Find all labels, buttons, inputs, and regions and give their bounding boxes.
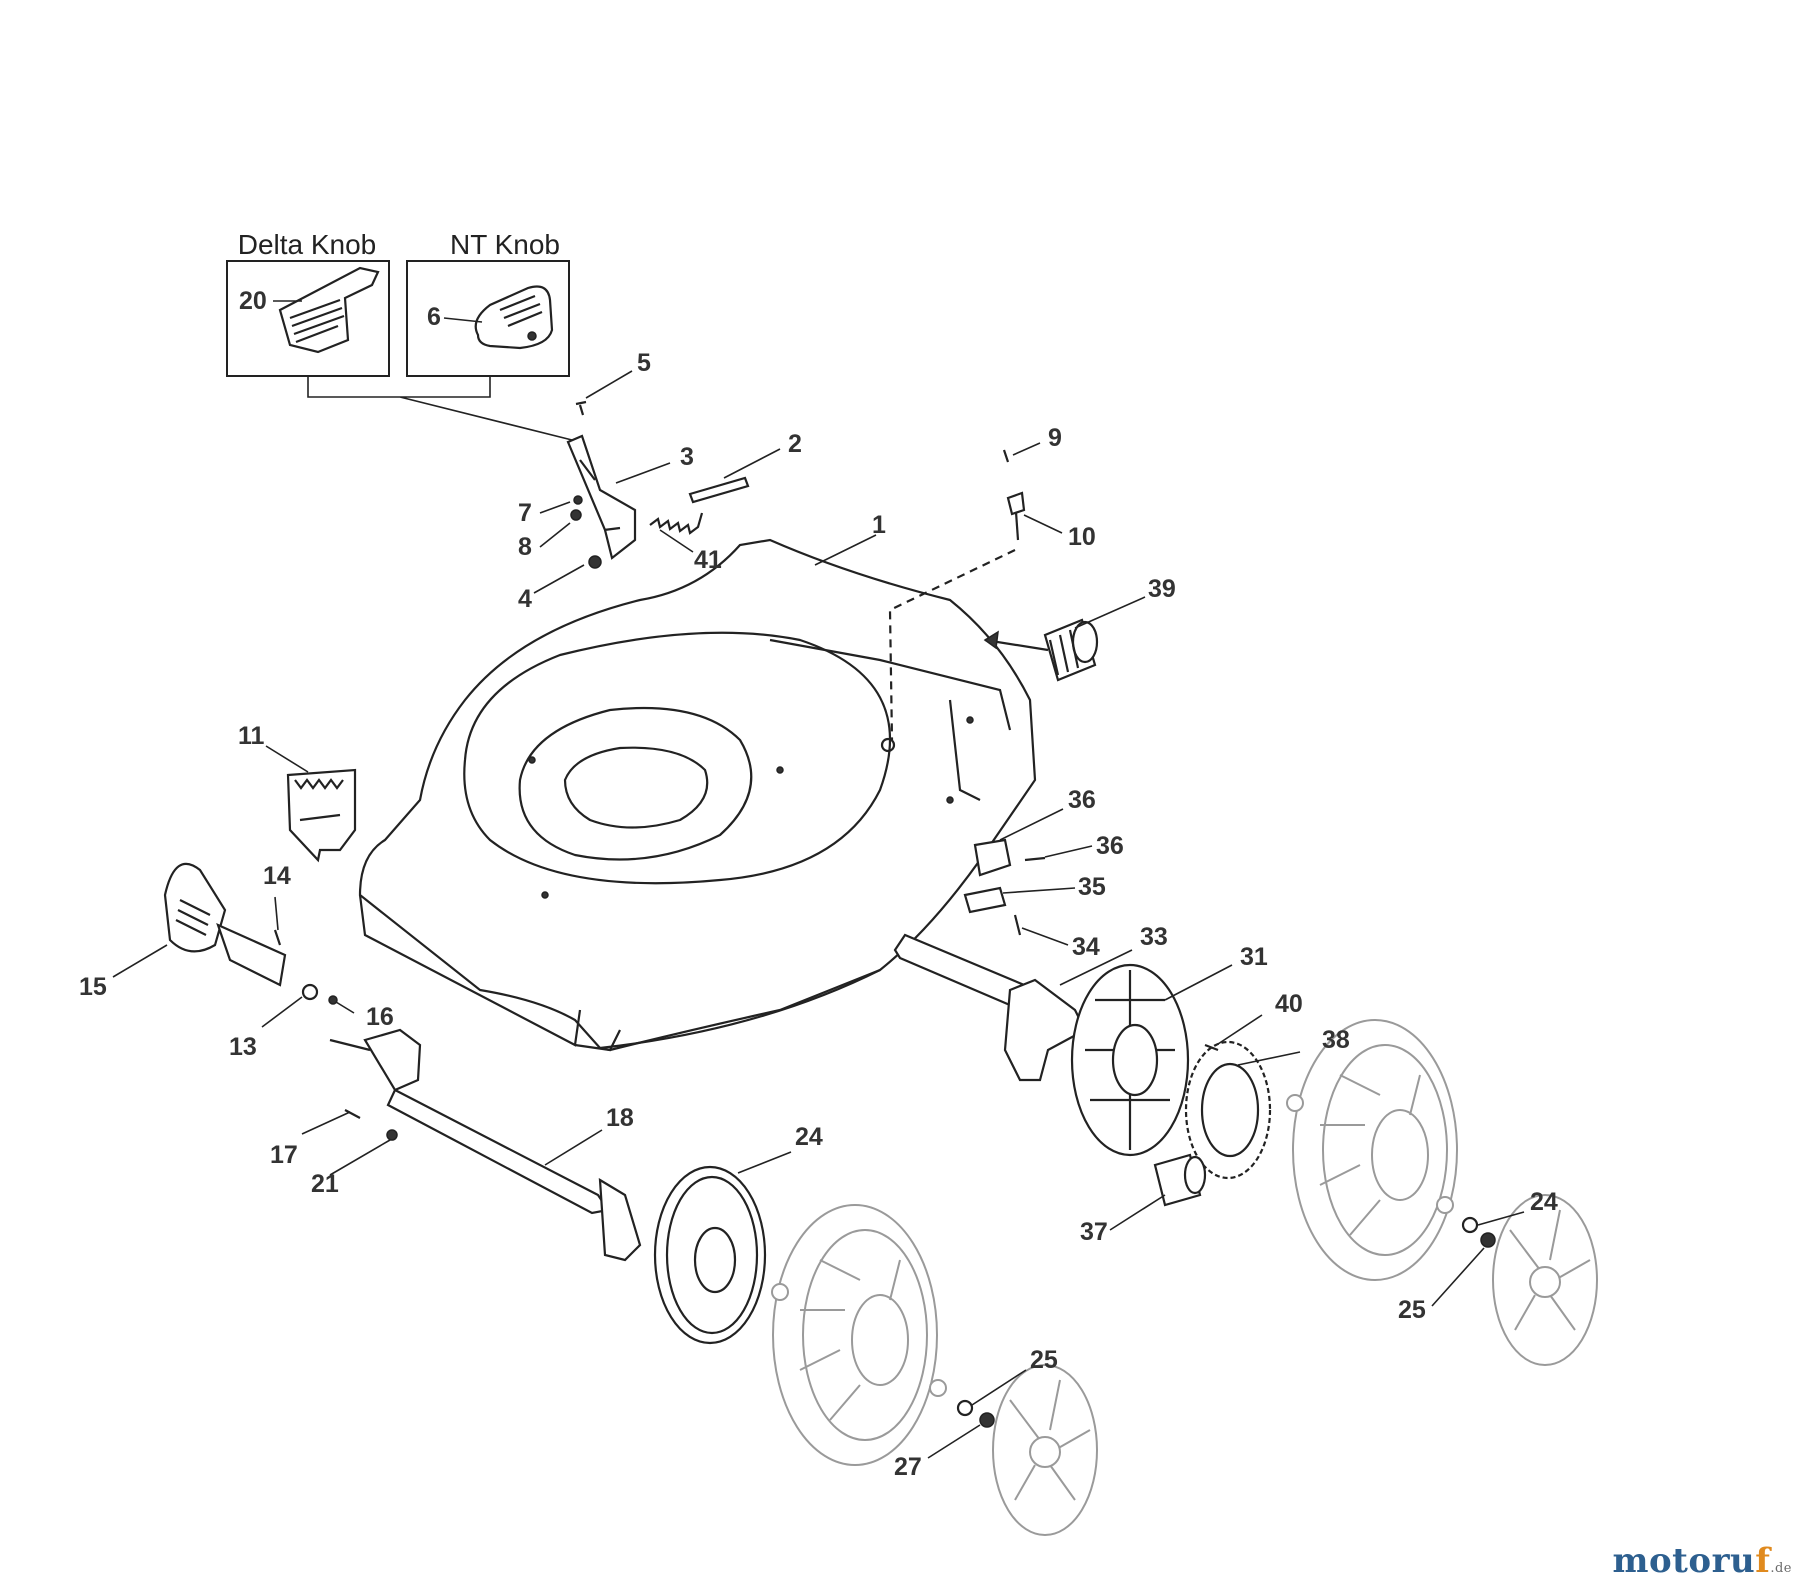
part-label-21: 24 [795,1123,823,1151]
pin-2 [688,476,750,504]
part-label-31: 33 [1140,923,1168,951]
washer-7 [573,495,583,505]
delta-knob-illustration [278,266,380,354]
part-11-plate [286,768,357,863]
rear-wheel-assembly [1286,1019,1598,1366]
part-label-1: 1 [872,511,886,539]
inset-connector [307,376,573,441]
nut-4 [588,555,602,569]
part-label-25-rear: 25 [1398,1296,1426,1324]
mower-deck [358,538,1037,1052]
washer-24-front [956,1399,974,1417]
nt-knob-illustration [474,285,554,350]
part-label-4: 4 [518,585,532,613]
part-38-drive-gear [1153,1040,1272,1207]
washer-15 [328,995,338,1005]
part-label-38: 38 [1322,1026,1350,1054]
screw-33 [1013,914,1022,936]
part-label-41: 41 [694,546,722,574]
part-label-40: 40 [1275,990,1303,1018]
watermark-tld: .de [1770,1561,1792,1576]
inset-nt-knob: NT Knob 6 [406,229,570,377]
height-lever-group [566,400,750,569]
screw-40 [1204,1043,1219,1052]
part-label-37: 37 [1080,1218,1108,1246]
screw-5 [575,400,587,416]
washer-24-rear [1461,1216,1479,1234]
nut-25-front [979,1412,995,1428]
front-wheel-assembly [771,1204,1098,1536]
front-axle-assembly [329,1028,767,1345]
spring-41 [649,512,704,535]
part-27-gear-cover [1070,963,1190,1157]
clip-36 [973,838,1012,877]
watermark-main: motoru [1612,1541,1756,1581]
nut-25-rear [1480,1232,1496,1248]
part-label-35: 36 [1096,832,1124,860]
part-label-24-front: 25 [1030,1346,1058,1374]
part-label-17: 18 [606,1104,634,1132]
watermark-accent: f [1755,1541,1771,1581]
part-label-14: 15 [79,973,107,1001]
part-label-24-rear: 24 [1530,1188,1558,1216]
watermark-logo: motoruf.de [1613,1541,1792,1581]
leader-lines [112,370,1525,1459]
part-label-2: 2 [788,430,802,458]
fastener-9-10 [888,449,1026,741]
part-label-10: 10 [1068,523,1096,551]
part-label-12: 13 [229,1033,257,1061]
screw-13 [273,929,282,946]
part-label-15: 16 [366,1003,394,1031]
part-label-16: 17 [270,1141,298,1169]
part-label-33: 34 [1072,933,1100,961]
part-label-6: 6 [427,303,441,331]
inset-box-nt-knob [406,260,570,377]
part-label-8: 8 [518,533,532,561]
part-label-39: 39 [1148,575,1176,603]
part-14-knob [163,862,338,1005]
nut-8 [570,509,582,521]
screw-16 [344,1109,361,1119]
part-label-5: 5 [637,349,651,377]
part-label-9: 9 [1048,424,1062,452]
inset-title-nt-knob: NT Knob [450,229,560,260]
part-label-7: 7 [518,499,532,527]
part-label-25-front: 27 [894,1453,922,1481]
part-label-11: 11 [238,722,265,750]
part-label-36: 36 [1068,786,1096,814]
rear-axle-assembly [893,838,1087,1082]
screw-35 [1024,856,1046,862]
part-label-13: 14 [263,862,291,890]
clamp-34 [963,886,1007,914]
part-39-pinion [983,618,1099,682]
part-label-34: 35 [1078,873,1106,901]
part-label-20: 20 [239,287,267,315]
part-label-18: 21 [311,1170,339,1198]
inset-delta-knob: Delta Knob 20 [226,229,390,377]
part-label-27: 31 [1240,943,1268,971]
inset-title-delta-knob: Delta Knob [238,229,377,260]
nut-18 [386,1129,398,1141]
part-numbers: 5 2 3 7 8 4 41 1 9 10 39 11 14 15 13 16 … [79,349,1558,1481]
part-label-3: 3 [680,443,694,471]
